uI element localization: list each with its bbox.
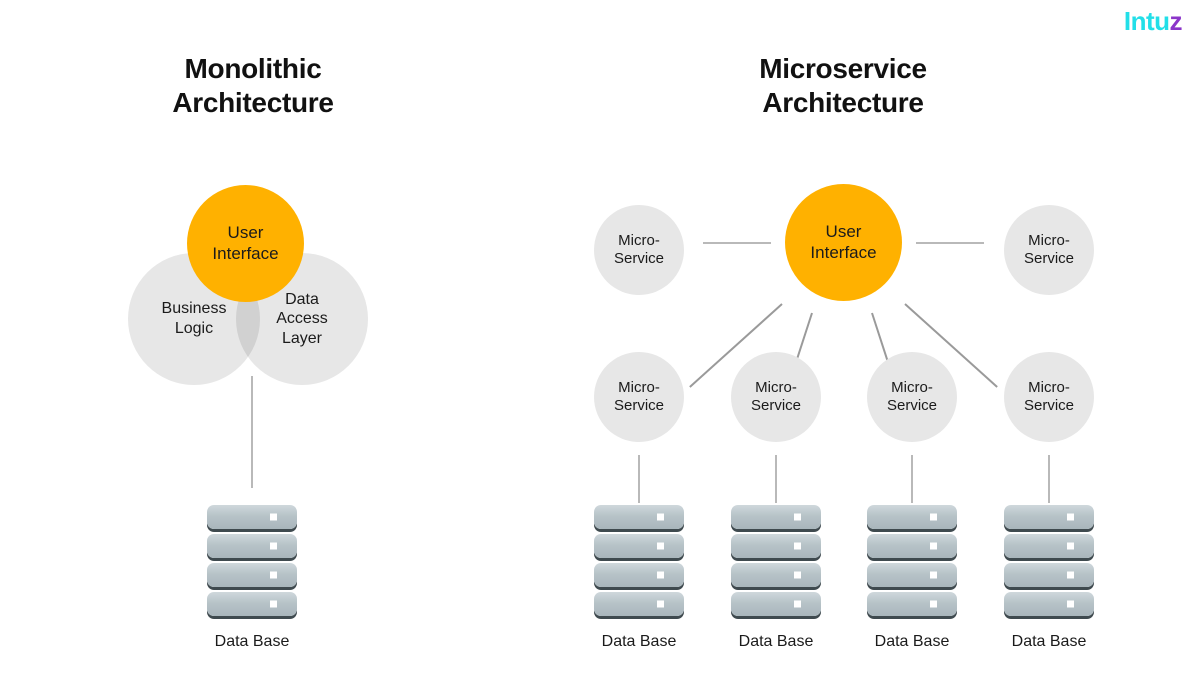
connector-microservice-2-to-database (775, 455, 777, 503)
connector-microservice-3-to-database (911, 455, 913, 503)
server-led-icon (1067, 542, 1075, 550)
node-label: Micro- Service (1023, 378, 1075, 414)
connector-ui-to-microservice-top-right (916, 242, 984, 244)
node-label: Micro- Service (750, 378, 802, 414)
node-label: Business Logic (161, 300, 227, 337)
node-label: Micro- Service (1023, 231, 1075, 267)
node-label: User Interface (810, 221, 877, 262)
node-microservice-1[interactable]: Micro- Service (594, 352, 684, 442)
node-microservice-top-left[interactable]: Micro- Service (594, 205, 684, 295)
connector-microservice-1-to-database (638, 455, 640, 503)
node-label: Data Access Layer (276, 290, 328, 347)
server-led-icon (794, 513, 802, 521)
intuz-logo: Intuz (1123, 6, 1183, 36)
server-led-icon (270, 571, 278, 579)
node-user-interface[interactable]: User Interface (187, 185, 304, 302)
server-led-icon (270, 542, 278, 550)
server-led-icon (657, 571, 665, 579)
node-microservice-2[interactable]: Micro- Service (731, 352, 821, 442)
server-led-icon (1067, 513, 1075, 521)
server-led-icon (270, 600, 278, 608)
node-label: Micro- Service (613, 378, 665, 414)
database-label: Data Base (214, 633, 290, 650)
database-microservice-4[interactable]: Data Base (1004, 505, 1094, 650)
node-microservice-3[interactable]: Micro- Service (867, 352, 957, 442)
monolithic-title: Monolithic Architecture (172, 53, 334, 119)
database-monolith[interactable]: Data Base (207, 505, 297, 650)
connector-monolith-to-database (251, 376, 253, 488)
database-label: Data Base (601, 633, 677, 650)
microservice-title: Microservice Architecture (759, 53, 927, 119)
server-led-icon (930, 542, 938, 550)
database-label: Data Base (874, 633, 950, 650)
logo-text-accent: z (1169, 6, 1183, 36)
node-user-interface[interactable]: User Interface (785, 184, 902, 301)
logo-text-primary: Intu (1123, 6, 1170, 36)
database-label: Data Base (1011, 633, 1087, 650)
server-led-icon (930, 571, 938, 579)
node-label: User Interface (212, 222, 279, 263)
server-led-icon (794, 571, 802, 579)
database-label: Data Base (738, 633, 814, 650)
server-led-icon (794, 542, 802, 550)
node-microservice-4[interactable]: Micro- Service (1004, 352, 1094, 442)
server-led-icon (1067, 571, 1075, 579)
server-led-icon (657, 513, 665, 521)
node-label: Micro- Service (886, 378, 938, 414)
server-led-icon (930, 600, 938, 608)
database-microservice-3[interactable]: Data Base (867, 505, 957, 650)
server-led-icon (794, 600, 802, 608)
node-label: Micro- Service (613, 231, 665, 267)
server-led-icon (930, 513, 938, 521)
server-led-icon (657, 542, 665, 550)
server-led-icon (657, 600, 665, 608)
server-led-icon (270, 513, 278, 521)
node-microservice-top-right[interactable]: Micro- Service (1004, 205, 1094, 295)
connector-microservice-4-to-database (1048, 455, 1050, 503)
database-microservice-1[interactable]: Data Base (594, 505, 684, 650)
database-microservice-2[interactable]: Data Base (731, 505, 821, 650)
server-led-icon (1067, 600, 1075, 608)
connector-ui-to-microservice-top-left (703, 242, 771, 244)
